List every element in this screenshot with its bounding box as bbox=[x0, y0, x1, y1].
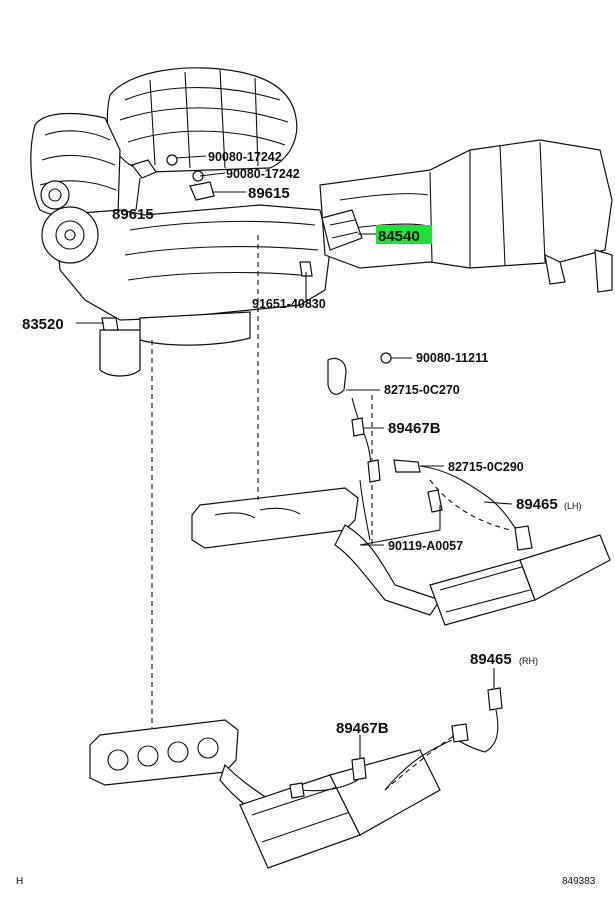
label-90080-17242-a: 90080-17242 bbox=[208, 150, 282, 164]
label-89465-rh: 89465 bbox=[470, 651, 512, 668]
label-89465-rh-suffix: (RH) bbox=[519, 656, 538, 666]
label-90080-11211: 90080-11211 bbox=[416, 351, 488, 365]
label-91651-40830: 91651-40830 bbox=[252, 297, 326, 311]
label-90080-17242-b: 90080-17242 bbox=[226, 167, 300, 181]
lower-exhaust-assembly bbox=[89, 687, 503, 869]
footer-left-code: H bbox=[16, 876, 23, 887]
label-89615-left: 89615 bbox=[112, 206, 154, 223]
label-84540[interactable]: 84540 bbox=[378, 228, 420, 245]
highlight-box bbox=[376, 225, 432, 244]
label-89615-right: 89615 bbox=[248, 185, 290, 202]
label-82715-0C290: 82715-0C290 bbox=[448, 460, 524, 474]
label-89465-lh: 89465 bbox=[516, 496, 558, 513]
part-labels: 90080-17242 90080-17242 89615 89615 8454… bbox=[22, 150, 582, 737]
label-89467B-upper: 89467B bbox=[388, 420, 441, 437]
label-90119-A0057: 90119-A0057 bbox=[388, 539, 463, 553]
footer-diagram-number: 849383 bbox=[562, 876, 596, 887]
label-83520: 83520 bbox=[22, 316, 64, 333]
leader-lines bbox=[76, 155, 513, 791]
label-82715-0C270: 82715-0C270 bbox=[384, 383, 460, 397]
upper-exhaust-assembly bbox=[191, 352, 611, 626]
label-89467B-lower: 89467B bbox=[336, 720, 389, 737]
label-89465-lh-suffix: (LH) bbox=[564, 501, 582, 511]
